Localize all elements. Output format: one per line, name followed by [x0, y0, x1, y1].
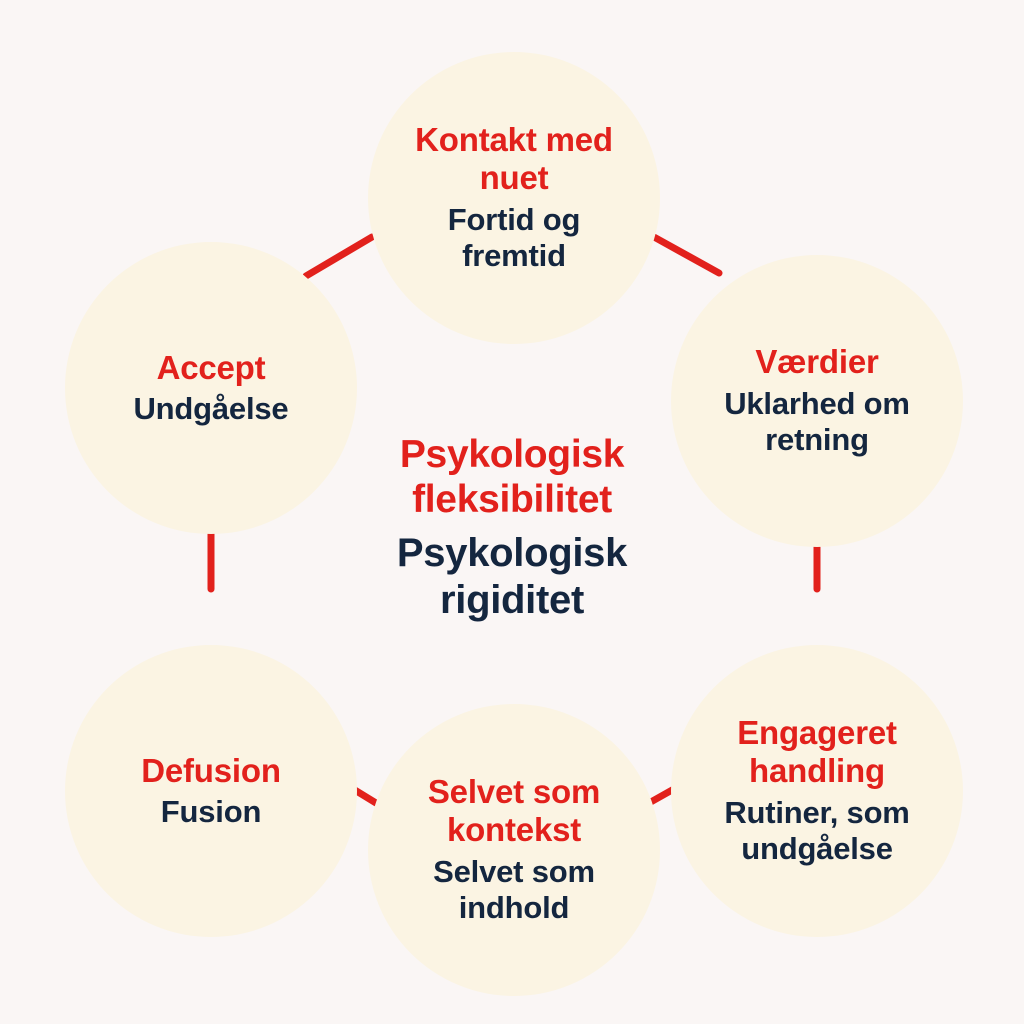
- node-flexibility-label: Værdier: [755, 343, 879, 381]
- node-rigidity-label: Selvet som indhold: [433, 853, 595, 926]
- node-kontakt-med-nuet[interactable]: Kontakt med nuet Fortid og fremtid: [368, 52, 660, 344]
- node-flexibility-label: Defusion: [141, 751, 281, 789]
- node-rigidity-label: Fortid og fremtid: [447, 201, 581, 274]
- center-flexibility-title: Psykologisk fleksibilitet: [399, 433, 625, 522]
- center-title-group: Psykologisk fleksibilitet Psykologisk ri…: [352, 432, 672, 623]
- node-rigidity-label: Rutiner, som undgåelse: [724, 794, 910, 867]
- node-rigidity-label: Fusion: [160, 793, 262, 829]
- node-selvet-som-kontekst[interactable]: Selvet som kontekst Selvet som indhold: [368, 704, 660, 996]
- node-flexibility-label: Engageret handling: [737, 714, 897, 790]
- connector-kontakt-to-vaerdier: [650, 233, 723, 277]
- node-flexibility-label: Kontakt med nuet: [415, 121, 613, 197]
- connector-accept-to-kontakt: [302, 233, 376, 280]
- node-engageret-handling[interactable]: Engageret handling Rutiner, som undgåels…: [671, 645, 963, 937]
- node-rigidity-label: Undgåelse: [133, 390, 289, 426]
- node-accept[interactable]: Accept Undgåelse: [65, 242, 357, 534]
- center-rigidity-title: Psykologisk rigiditet: [396, 531, 628, 622]
- node-vaerdier[interactable]: Værdier Uklarhed om retning: [671, 255, 963, 547]
- node-flexibility-label: Selvet som kontekst: [427, 773, 601, 849]
- node-defusion[interactable]: Defusion Fusion: [65, 645, 357, 937]
- node-flexibility-label: Accept: [156, 348, 266, 386]
- node-rigidity-label: Uklarhed om retning: [724, 385, 910, 458]
